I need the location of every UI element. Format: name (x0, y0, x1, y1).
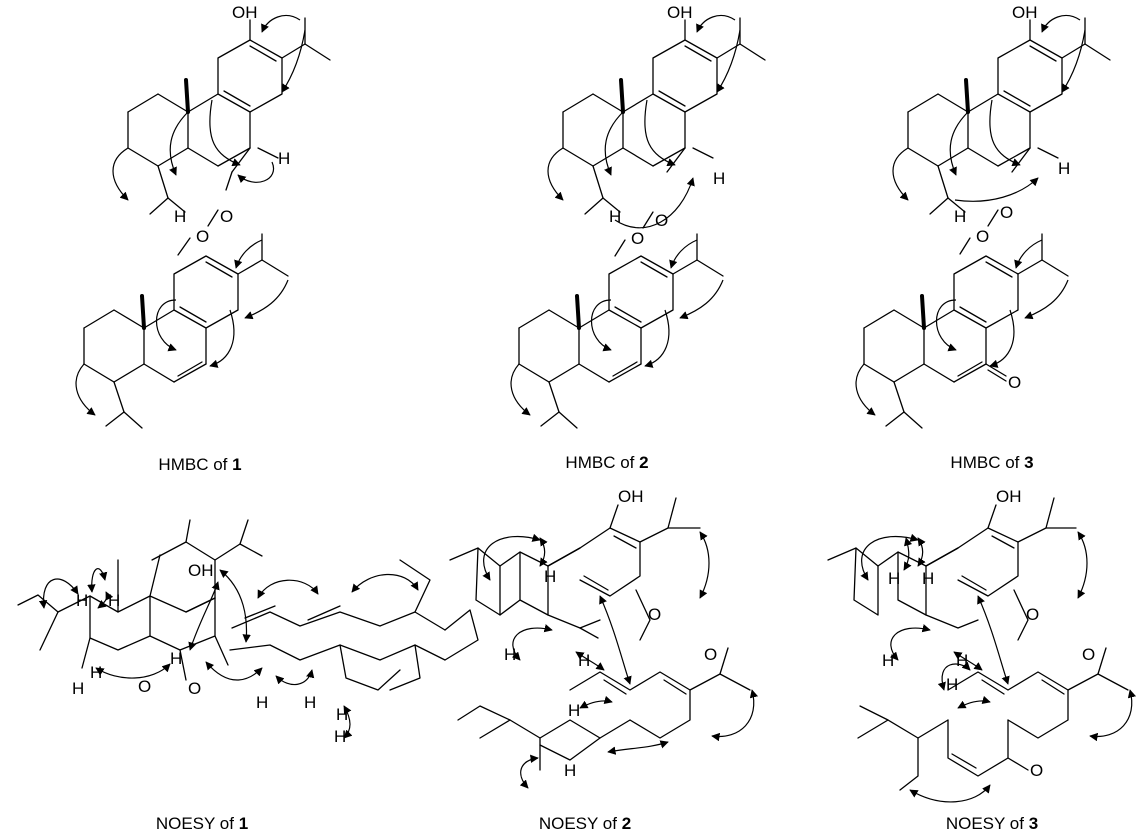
noesy-3-h-label: H (956, 651, 968, 670)
noesy-3-o-label: O (1026, 605, 1039, 624)
noesy-3-h-label: H (888, 569, 900, 588)
caption-hmbc-1: HMBC of 1 (158, 455, 241, 474)
noesy-1-h-label: H (334, 727, 346, 746)
noesy-3-h-label: H (946, 675, 958, 694)
noesy-3-oh-label: OH (996, 487, 1022, 506)
noesy-1-o-label: O (188, 679, 201, 698)
noesy-2-structure: OH H O H H O H H (449, 487, 759, 789)
noesy-2-o-label: O (648, 605, 661, 624)
hmbc-2-h-label: H (713, 169, 725, 188)
noesy-1-h-label: H (72, 679, 84, 698)
noesy-2-h-label: H (564, 761, 576, 780)
noesy-3-o-label: O (1082, 645, 1095, 664)
noesy-2-h-label: H (504, 645, 516, 664)
noesy-1-h-label: H (90, 663, 102, 682)
noesy-1-h-label: H (76, 591, 88, 610)
hmbc-3-o-label: O (1008, 373, 1021, 392)
noesy-2-h-label: H (568, 701, 580, 720)
noesy-1-structure: OH H H H H O H O H H H H (17, 519, 479, 746)
noesy-1-o-label: O (138, 677, 151, 696)
hmbc-1-o-label: O (220, 207, 233, 226)
hmbc-3-structure: OH H H O O O (855, 3, 1111, 429)
hmbc-1-h-label: H (278, 149, 290, 168)
noesy-1-h-label: H (108, 591, 120, 610)
hmbc-1-o-label: O (196, 227, 209, 246)
caption-noesy-2: NOESY of 2 (539, 814, 631, 833)
noesy-2-oh-label: OH (618, 487, 644, 506)
caption-noesy-1: NOESY of 1 (156, 814, 248, 833)
noesy-3-h-label: H (922, 569, 934, 588)
hmbc-2-structure: OH H H O O (510, 3, 766, 429)
noesy-3-o-label: O (1030, 761, 1043, 780)
caption-hmbc-2: HMBC of 2 (565, 453, 648, 472)
hmbc-2-o-label: O (631, 229, 644, 248)
noesy-1-h-label: H (336, 705, 348, 724)
noesy-2-o-label: O (704, 645, 717, 664)
hmbc-2-oh-label: OH (667, 3, 693, 22)
hmbc-1-oh-label: OH (232, 3, 258, 22)
noesy-1-h-label: H (256, 693, 268, 712)
noesy-1-oh-label: OH (188, 561, 214, 580)
hmbc-3-h-label: H (954, 207, 966, 226)
hmbc-3-h-label: H (1058, 159, 1070, 178)
hmbc-2-o-label: O (655, 211, 668, 230)
hmbc-1-correlations (75, 15, 306, 416)
noesy-2-h-label: H (578, 651, 590, 670)
hmbc-1-h-label: H (174, 207, 186, 226)
hmbc-1-bonds (83, 17, 331, 429)
noesy-2-h-label: H (544, 567, 556, 586)
hmbc-3-o-label: O (976, 227, 989, 246)
hmbc-3-oh-label: OH (1012, 3, 1038, 22)
noesy-3-structure: OH H H O H H O H O (827, 487, 1137, 803)
noesy-3-h-label: H (882, 651, 894, 670)
noesy-1-h-label: H (170, 649, 182, 668)
hmbc-3-o-label: O (1000, 203, 1013, 222)
hmbc-2-h-label: H (609, 207, 621, 226)
caption-noesy-3: NOESY of 3 (946, 814, 1038, 833)
caption-hmbc-3: HMBC of 3 (950, 453, 1033, 472)
hmbc-1-structure: OH H H O O (75, 3, 331, 429)
noesy-1-h-label: H (304, 693, 316, 712)
